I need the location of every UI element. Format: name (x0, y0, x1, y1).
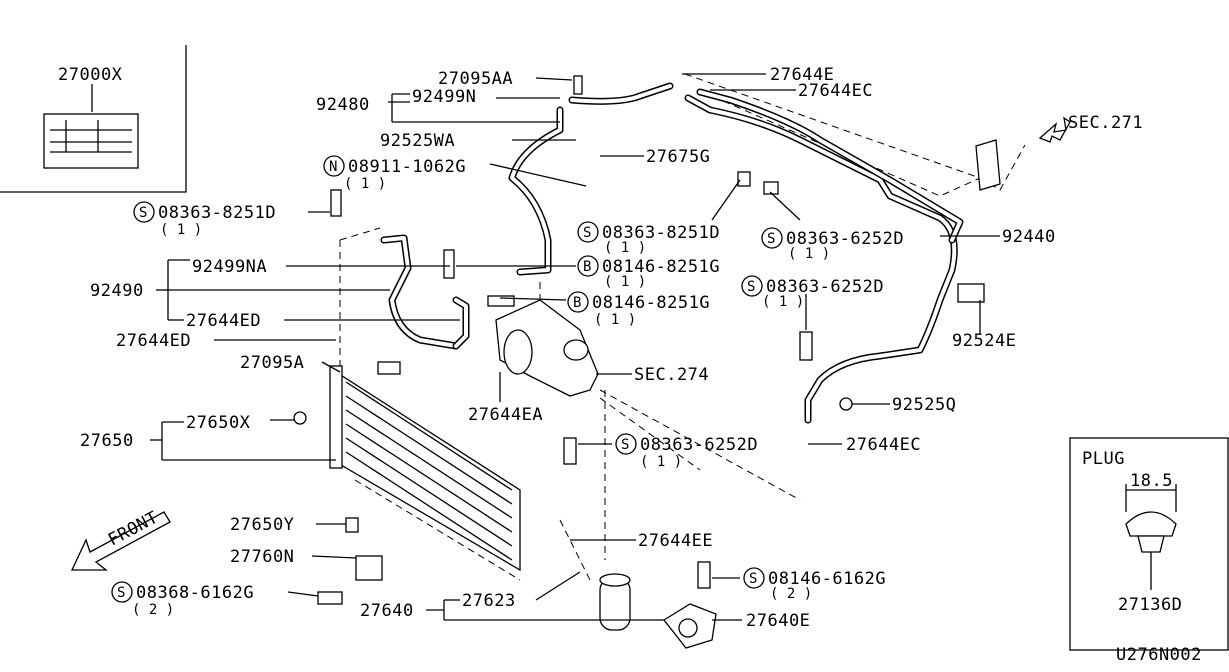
qty-08363-8251D-b: ( 1 ) (604, 240, 646, 256)
plug-part[interactable]: 27136D (1118, 595, 1182, 615)
part-08363-6252D-c[interactable]: 08363-6252D (640, 435, 758, 455)
drier-bracket (663, 603, 717, 649)
bolt-27095AA-icon (573, 75, 583, 95)
bolt-92499NA-icon (443, 249, 455, 279)
prefix-S-3: S (767, 231, 775, 247)
part-27650[interactable]: 27650 (80, 431, 134, 451)
sec271-label[interactable]: SEC.271 (1068, 113, 1143, 133)
bolt-27095A-icon (377, 361, 401, 375)
part-92525WA[interactable]: 92525WA (380, 131, 455, 151)
prefix-S-2: S (583, 225, 591, 241)
prefix-S-4: S (747, 279, 755, 295)
part-92440[interactable]: 92440 (1002, 227, 1056, 247)
circle-markers (111, 155, 783, 603)
bolt-08363-6252D-c-icon (563, 437, 577, 465)
part-27640E[interactable]: 27640E (746, 611, 810, 631)
part-08146-6162G[interactable]: 08146-6162G (768, 569, 886, 589)
bolt-08363-8251D-icon (330, 189, 342, 217)
part-08363-6252D-a[interactable]: 08363-6252D (786, 229, 904, 249)
switch-27760N-icon (355, 555, 383, 581)
bolt-08146-6162G-icon (697, 561, 711, 589)
cooler-end-icon (975, 139, 1001, 191)
part-08363-6252D-b[interactable]: 08363-6252D (766, 277, 884, 297)
part-08368-6162G[interactable]: 08368-6162G (136, 583, 254, 603)
part-92490[interactable]: 92490 (90, 281, 144, 301)
pad-27650X-icon (293, 411, 307, 425)
part-92524E[interactable]: 92524E (952, 331, 1016, 351)
part-27760N[interactable]: 27760N (230, 547, 294, 567)
plug-dimension: 18.5 (1130, 471, 1173, 491)
prefix-N: N (329, 159, 337, 175)
prefix-B-1: B (583, 259, 591, 275)
qty-08363-8251D-a: ( 1 ) (160, 222, 202, 238)
part-sec274[interactable]: SEC.274 (634, 365, 709, 385)
leader-lines (150, 73, 1000, 621)
part-27650X[interactable]: 27650X (186, 413, 251, 433)
condenser (329, 365, 521, 572)
part-08146-8251G-b[interactable]: 08146-8251G (592, 293, 710, 313)
qty-08146-6162G: ( 2 ) (770, 586, 812, 602)
bolt-08363-6252D-icon (799, 331, 813, 361)
part-27644ED-a[interactable]: 27644ED (186, 311, 261, 331)
prefix-S-6: S (749, 571, 757, 587)
part-92499NA[interactable]: 92499NA (192, 257, 267, 277)
bolt-27644EC-icon (737, 171, 779, 195)
diagram-id: U276N002 (1116, 645, 1202, 665)
part-08146-8251G-a[interactable]: 08146-8251G (602, 257, 720, 277)
part-27650Y[interactable]: 27650Y (230, 515, 294, 535)
part-08363-8251D-b[interactable]: 08363-8251D (602, 223, 720, 243)
part-27644EA[interactable]: 27644EA (468, 405, 543, 425)
clip-92524E-icon (957, 283, 985, 303)
prefix-S-7: S (117, 585, 125, 601)
part-27644EC-top[interactable]: 27644EC (798, 81, 873, 101)
part-27623[interactable]: 27623 (462, 591, 516, 611)
qty-08911: ( 1 ) (344, 176, 386, 192)
part-27644E[interactable]: 27644E (770, 65, 834, 85)
bolt-08368-6162G-icon (317, 591, 343, 605)
plug-box: PLUG 18.5 27136D (1069, 437, 1229, 651)
mount-27650Y-icon (345, 517, 359, 533)
qty-08368-6162G: ( 2 ) (132, 602, 174, 618)
kit-box: 27000X (0, 45, 187, 193)
part-92480[interactable]: 92480 (316, 95, 370, 115)
part-27640[interactable]: 27640 (360, 601, 414, 621)
qty-08146-8251G-b: ( 1 ) (594, 312, 636, 328)
part-27095A[interactable]: 27095A (240, 353, 304, 373)
qty-08146-8251G-a: ( 1 ) (604, 274, 646, 290)
prefix-S-1: S (139, 205, 147, 221)
qty-08363-6252D-b: ( 1 ) (762, 294, 804, 310)
part-27644EE[interactable]: 27644EE (638, 531, 713, 551)
prefix-B-2: B (573, 295, 581, 311)
part-08363-8251D-a[interactable]: 08363-8251D (158, 203, 276, 223)
part-92499N[interactable]: 92499N (412, 87, 476, 107)
clip-92525Q-icon (839, 397, 853, 411)
compressor (495, 299, 599, 397)
receiver-drier (599, 573, 631, 631)
kit-part-label[interactable]: 27000X (58, 65, 123, 85)
sec271-arrow-icon (1038, 116, 1071, 143)
part-27644ED-b[interactable]: 27644ED (116, 331, 191, 351)
qty-08363-6252D-c: ( 1 ) (640, 454, 682, 470)
part-08911-1062G[interactable]: 08911-1062G (348, 157, 466, 177)
qty-08363-6252D-a: ( 1 ) (788, 246, 830, 262)
part-27644EC-bottom[interactable]: 27644EC (846, 435, 921, 455)
bolt-08146-8251G-icon (487, 295, 515, 307)
front-label: FRONT (105, 508, 162, 551)
front-arrow-icon (70, 511, 171, 571)
plug-title: PLUG (1082, 449, 1125, 469)
prefix-S-5: S (621, 437, 629, 453)
part-92525Q[interactable]: 92525Q (892, 395, 956, 415)
part-27095AA[interactable]: 27095AA (438, 69, 513, 89)
part-27675G[interactable]: 27675G (646, 147, 710, 167)
